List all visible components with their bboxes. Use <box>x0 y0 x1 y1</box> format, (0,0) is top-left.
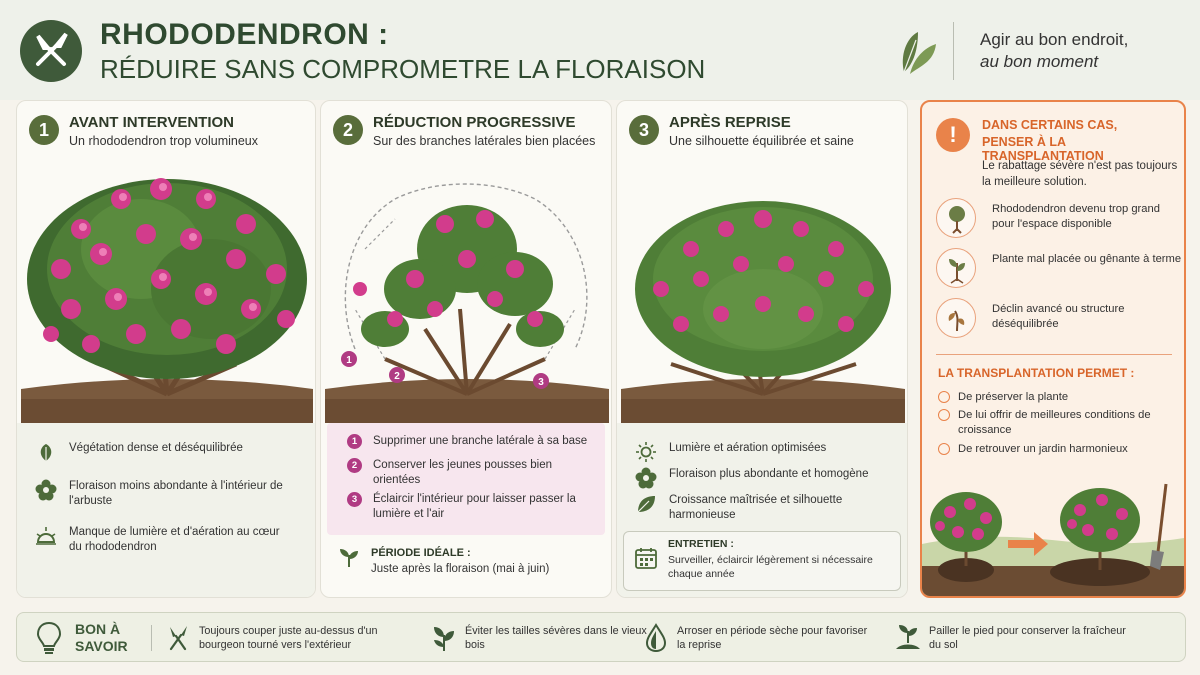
maintenance-box: ENTRETIEN : Surveiller, éclaircir légère… <box>623 531 901 591</box>
benefit-item: De lui offrir de meilleures conditions d… <box>938 408 1178 438</box>
half-sun-icon <box>36 527 56 545</box>
panel-title: AVANT INTERVENTION <box>69 114 235 131</box>
flower-icon <box>35 479 57 501</box>
panel-reduction: 2 RÉDUCTION PROGRESSIVE Sur des branches… <box>320 100 612 598</box>
sapling-icon <box>936 248 976 288</box>
arrow-icon <box>1008 532 1048 556</box>
cut-marker: 2 <box>394 371 400 382</box>
feature-item: Floraison moins abondante à l'intérieur … <box>17 475 315 519</box>
panel-subtitle: Un rhododendron trop volumineux <box>69 134 259 148</box>
panel-transplant: ! DANS CERTAINS CAS, PENSER À LA TRANSPL… <box>920 100 1186 598</box>
transplant-illustration <box>922 474 1184 596</box>
check-icon <box>938 391 950 403</box>
condition-item: Plante mal placée ou gênante à terme <box>936 248 1182 292</box>
pruned-rhododendron-illustration: 1 2 3 <box>325 159 609 423</box>
panel-before: 1 AVANT INTERVENTION Un rhododendron tro… <box>16 100 316 598</box>
shovel-icon <box>1150 550 1164 570</box>
sun-icon <box>636 442 656 462</box>
step-number: 3 <box>629 115 659 145</box>
maintenance-text: Surveiller, éclaircir légèrement si néce… <box>668 554 873 580</box>
balanced-rhododendron-illustration <box>621 159 905 423</box>
condition-item: Rhododendron devenu trop grand pour l'es… <box>936 198 1182 242</box>
leaves-icon <box>40 444 52 461</box>
sprout-icon <box>340 549 358 567</box>
tree-icon <box>936 198 976 238</box>
panel-title: APRÈS REPRISE <box>669 114 791 131</box>
pruning-step: 2 Conserver les jeunes pousses bien orie… <box>339 457 599 491</box>
divider <box>936 354 1172 355</box>
page-title: RHODODENDRON : <box>100 18 389 51</box>
divider <box>953 22 954 80</box>
benefit-item: De retrouver un jardin harmonieux <box>938 442 1178 472</box>
pruning-step: 3 Éclaircir l'intérieur pour laisser pas… <box>339 491 599 525</box>
period-text: Juste après la floraison (mai à juin) <box>371 563 550 575</box>
step-number: 2 <box>333 115 363 145</box>
transplant-title: DANS CERTAINS CAS, <box>982 118 1118 132</box>
permits-title: LA TRANSPLANTATION PERMET : <box>938 366 1135 380</box>
feature-item: Lumière et aération optimisées <box>617 437 907 481</box>
feature-item: Floraison plus abondante et homogène <box>617 463 907 507</box>
panel-features: Lumière et aération optimisées Floraison… <box>617 423 907 597</box>
panel-subtitle: Sur des branches latérales bien placées <box>373 134 596 148</box>
feature-item: Végétation dense et déséquilibrée <box>17 437 315 481</box>
divider <box>151 625 152 651</box>
step-number: 1 <box>29 115 59 145</box>
panel-features: Végétation dense et déséquilibrée Florai… <box>17 423 315 597</box>
water-drop-icon <box>645 623 667 653</box>
transplant-title-line2: PENSER À LA TRANSPLANTATION <box>982 135 1104 163</box>
condition-item: Déclin avancé ou structure déséquilibrée <box>936 298 1182 342</box>
pruning-step: 1 Supprimer une branche latérale à sa ba… <box>339 433 599 467</box>
panel-after: 3 APRÈS REPRISE Une silhouette équilibré… <box>616 100 908 598</box>
flower-icon <box>635 467 657 489</box>
check-icon <box>938 443 950 455</box>
pruning-shears-icon <box>20 20 82 82</box>
shears-icon <box>169 626 187 651</box>
leaf-icon <box>637 496 655 513</box>
panel-subtitle: Une silhouette équilibrée et saine <box>669 134 854 148</box>
benefit-item: De préserver la plante <box>938 390 1178 420</box>
ideal-period: PÉRIODE IDÉALE : Juste après la floraiso… <box>327 539 605 593</box>
panel-title: RÉDUCTION PROGRESSIVE <box>373 114 576 131</box>
page-subtitle: RÉDUIRE SANS COMPROMETRE LA FLORAISON <box>100 54 706 84</box>
cut-marker: 1 <box>346 355 352 366</box>
header: RHODODENDRON : RÉDUIRE SANS COMPROMETRE … <box>0 0 1200 100</box>
lightbulb-icon <box>36 621 62 654</box>
tagline-line1: Agir au bon endroit, <box>980 30 1129 49</box>
warning-icon: ! <box>936 118 970 152</box>
transplant-description: Le rabattage sévère n'est pas toujours l… <box>982 160 1178 188</box>
tagline-line2: au bon moment <box>980 52 1099 71</box>
cut-marker: 3 <box>538 377 544 388</box>
check-icon <box>938 409 950 421</box>
leaves-icon <box>434 627 454 651</box>
leaf-icon <box>902 32 936 74</box>
feature-item: Manque de lumière et d'aération au cœur … <box>17 521 315 565</box>
feature-item: Croissance maîtrisée et silhouette harmo… <box>617 489 907 533</box>
maintenance-label: ENTRETIEN : <box>668 538 734 550</box>
period-label: PÉRIODE IDÉALE : <box>371 547 471 559</box>
calendar-icon <box>635 548 657 569</box>
dense-rhododendron-illustration <box>21 159 313 423</box>
wilted-plant-icon <box>936 298 976 338</box>
mulch-icon <box>896 625 920 649</box>
pruning-steps: 1 Supprimer une branche latérale à sa ba… <box>327 423 605 535</box>
